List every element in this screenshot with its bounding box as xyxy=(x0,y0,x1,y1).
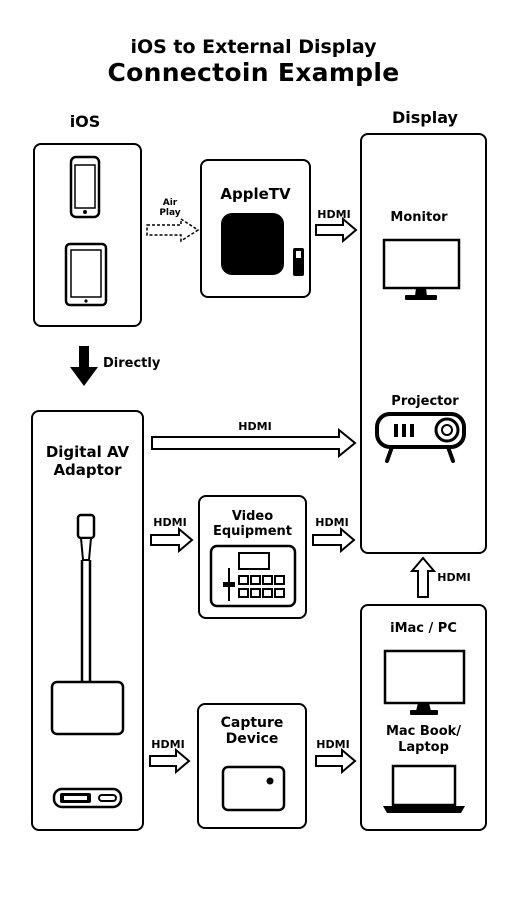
apple-tv-icon xyxy=(221,213,304,276)
hdmi-arrow-mac-display xyxy=(409,556,437,598)
projector-label: Projector xyxy=(391,394,459,409)
imac-icon xyxy=(383,649,466,715)
display-section-label: Display xyxy=(392,108,458,127)
iphone-icon xyxy=(69,155,101,219)
hdmi-adaptor-capture-label: HDMI xyxy=(151,738,185,751)
display-box xyxy=(360,133,487,554)
digital-av-label-1: Digital AV xyxy=(45,443,130,461)
hdmi-capture-mac-label: HDMI xyxy=(316,738,350,751)
digital-av-adaptor-box xyxy=(31,410,144,831)
ios-section-label: iOS xyxy=(69,112,101,131)
apple-tv-label: AppleTV xyxy=(220,185,291,203)
capture-device-label-2: Device xyxy=(225,731,279,747)
macbook-label-2: Laptop xyxy=(398,740,449,755)
directly-arrow xyxy=(70,346,98,386)
capture-device-icon xyxy=(221,765,286,812)
hdmi-adaptor-display-label: HDMI xyxy=(238,420,272,433)
hdmi-video-display-label: HDMI xyxy=(315,516,349,529)
hdmi-arrow-adaptor-display xyxy=(151,427,357,459)
monitor-label: Monitor xyxy=(390,210,448,225)
video-equipment-label-1: Video xyxy=(231,509,274,524)
monitor-icon xyxy=(382,238,461,300)
projector-icon xyxy=(375,412,466,463)
hdmi-arrow-adaptor-capture xyxy=(149,747,191,775)
hdmi-adaptor-video-label: HDMI xyxy=(153,516,187,529)
macbook-label-1: Mac Book/ xyxy=(385,724,462,739)
hdmi-mac-display-label: HDMI xyxy=(437,571,471,584)
hdmi-arrow-appletv-display xyxy=(315,216,358,244)
hdmi-arrow-video-display xyxy=(312,526,356,554)
ipad-icon xyxy=(64,242,108,307)
directly-label: Directly xyxy=(103,356,161,371)
video-equipment-label-2: Equipment xyxy=(212,524,293,539)
digital-av-label-2: Adaptor xyxy=(53,461,122,479)
hdmi-arrow-adaptor-video xyxy=(150,526,194,554)
video-equipment-icon xyxy=(209,544,297,608)
airplay-label-2: Play xyxy=(159,208,181,218)
airplay-arrow xyxy=(146,217,200,243)
title-line-2: Connectoin Example xyxy=(107,58,400,87)
title-line-1: iOS to External Display xyxy=(130,36,377,58)
imac-pc-label: iMac / PC xyxy=(390,621,457,636)
laptop-icon xyxy=(383,764,465,813)
digital-av-adaptor-icon xyxy=(50,513,125,809)
hdmi-arrow-capture-mac xyxy=(315,747,357,775)
capture-device-label-1: Capture xyxy=(220,715,284,731)
airplay-label-1: Air xyxy=(162,198,178,208)
